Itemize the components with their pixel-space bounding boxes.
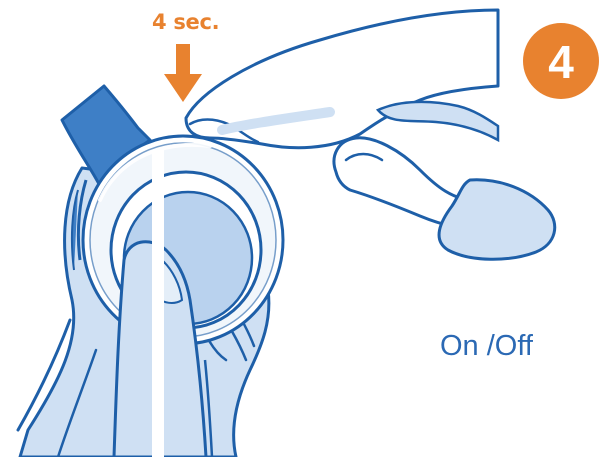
on-off-caption: On /Off [440,330,533,363]
step-number-badge: 4 [523,23,599,99]
step-number: 4 [548,39,574,85]
down-arrow-icon [164,44,202,102]
timer-label: 4 sec. [152,10,219,34]
